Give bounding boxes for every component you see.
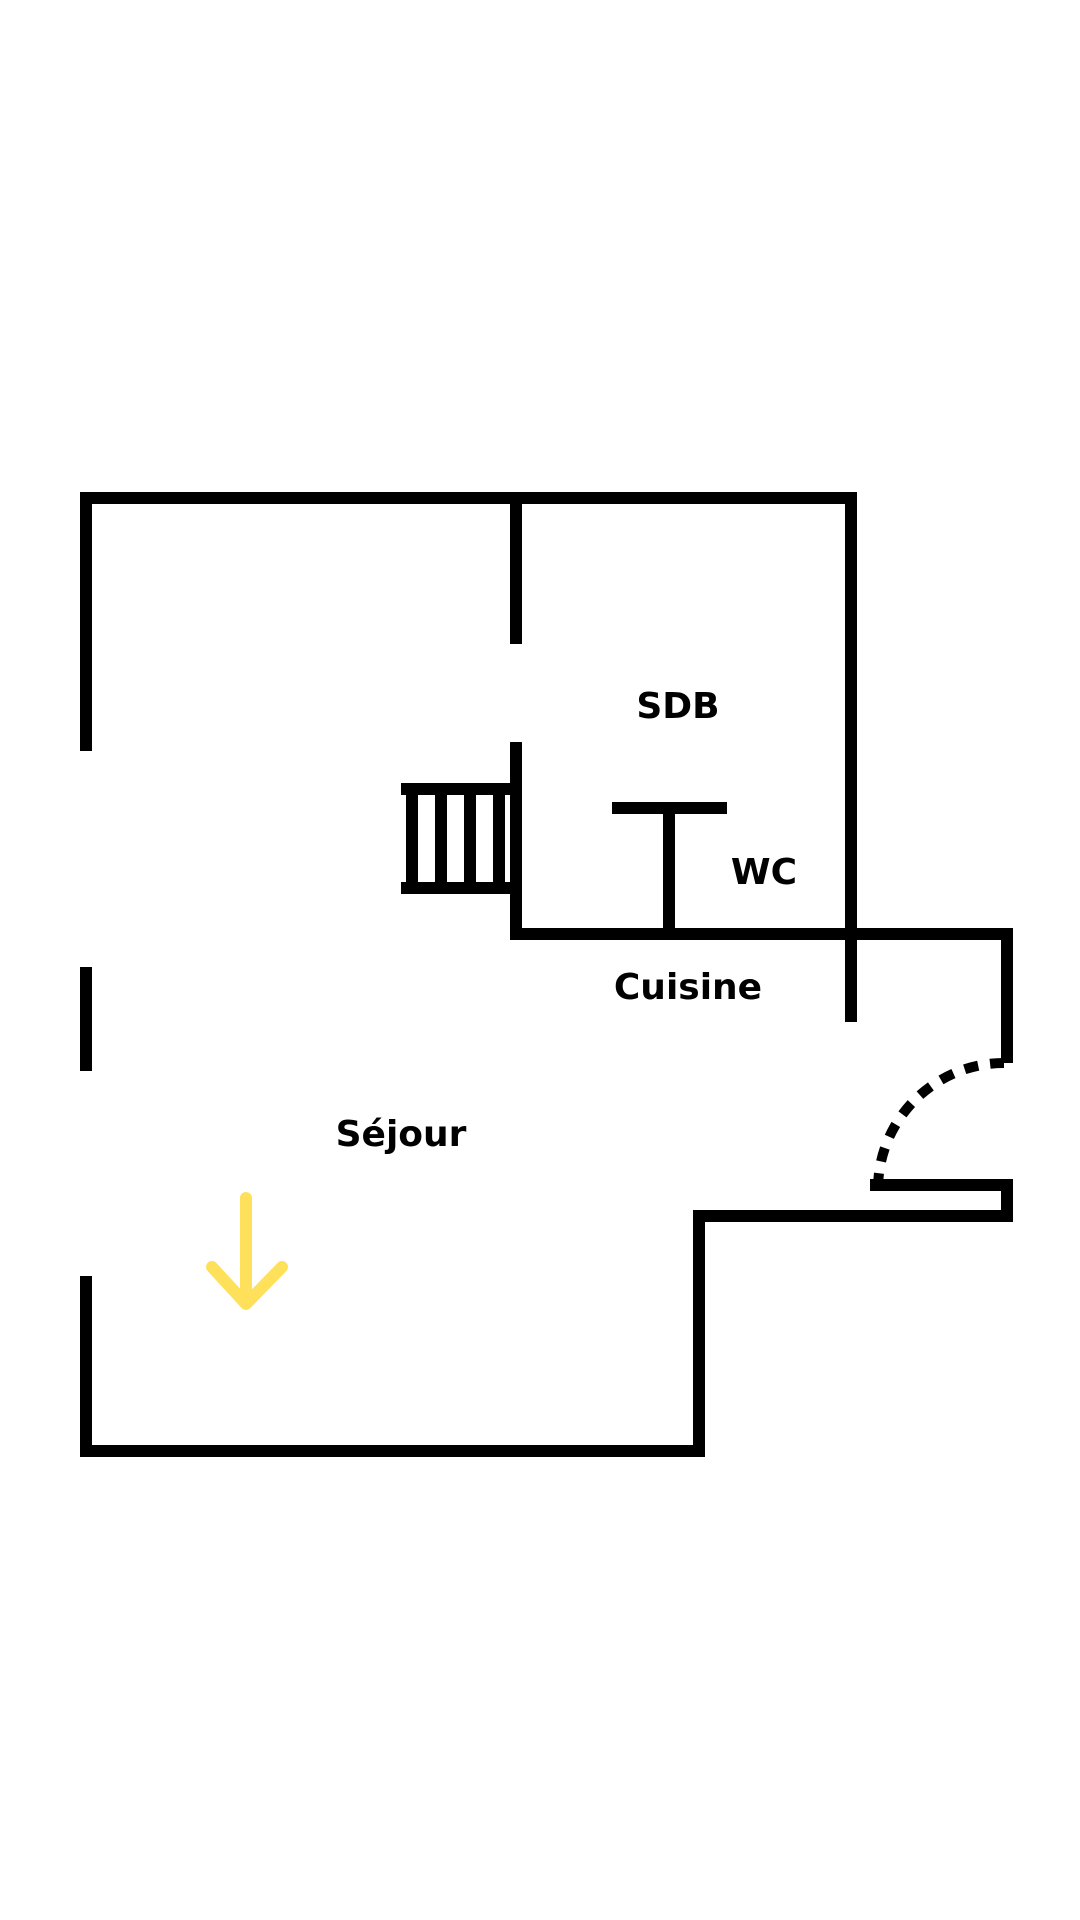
wall-top	[80, 492, 857, 1022]
room-label-cuisine: Cuisine	[614, 967, 762, 1008]
wall-bottom	[80, 1179, 1013, 1457]
door-swing-icon	[873, 1058, 1005, 1190]
walls	[80, 492, 1013, 1457]
room-label-sdb: SDB	[636, 686, 719, 727]
room-label-wc: WC	[731, 852, 797, 893]
room-label-sejour: Séjour	[336, 1114, 467, 1155]
entrance-arrow-icon	[206, 1192, 288, 1310]
staircase-icon	[401, 783, 516, 894]
wall-sdb-lower	[510, 742, 1013, 1063]
